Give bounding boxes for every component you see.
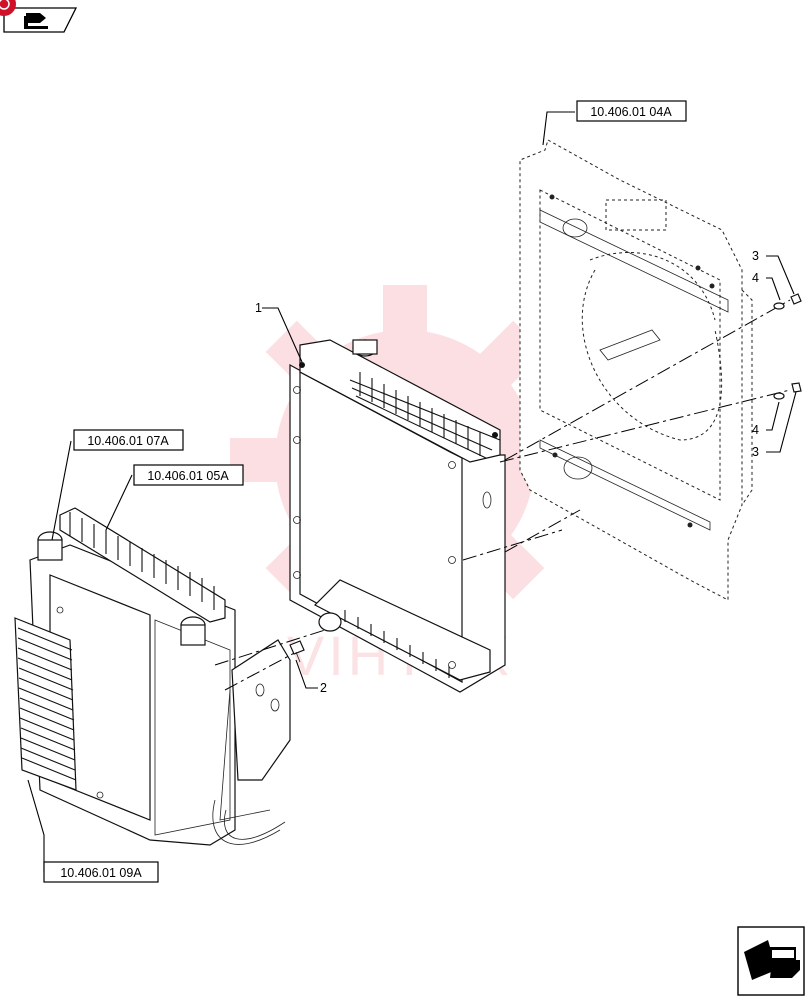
callout-2-bolt: 2 xyxy=(320,681,327,695)
reference-frame-label: 10.406.01 04A xyxy=(590,105,672,119)
radiator xyxy=(289,339,506,693)
reference-oil-cooler-label: 10.406.01 09A xyxy=(60,866,142,880)
cooler-pack xyxy=(14,507,291,846)
bolt-hardware xyxy=(289,640,305,663)
callout-3-screw-upper: 3 xyxy=(752,249,759,263)
manual-book-icon[interactable] xyxy=(3,7,78,33)
oil-cooler xyxy=(14,617,77,791)
reference-condenser-box[interactable]: 10.406.01 05A xyxy=(133,464,244,486)
radiator-bottom-fins xyxy=(344,610,450,678)
assembly-axes xyxy=(214,299,791,691)
reference-condenser-label: 10.406.01 05A xyxy=(147,469,229,483)
upper-screw-hardware xyxy=(773,293,802,310)
callout-3-screw-lower: 3 xyxy=(752,445,759,459)
previous-page-arrow-icon[interactable] xyxy=(737,926,805,996)
reference-intercooler-label: 10.406.01 07A xyxy=(87,434,169,448)
lower-screw-hardware xyxy=(773,382,802,400)
condenser-fins xyxy=(59,507,226,623)
callout-4-washer-lower: 4 xyxy=(752,423,759,437)
reference-oil-cooler-box[interactable]: 10.406.01 09A xyxy=(43,861,159,883)
fan-shroud-frame xyxy=(519,139,753,601)
callout-1-radiator: 1 xyxy=(255,301,262,315)
leader-lines xyxy=(27,111,797,872)
reference-frame-box[interactable]: 10.406.01 04A xyxy=(576,100,687,122)
radiator-top-fins xyxy=(349,372,501,459)
callout-4-washer-upper: 4 xyxy=(752,271,759,285)
reference-intercooler-box[interactable]: 10.406.01 07A xyxy=(73,429,184,451)
